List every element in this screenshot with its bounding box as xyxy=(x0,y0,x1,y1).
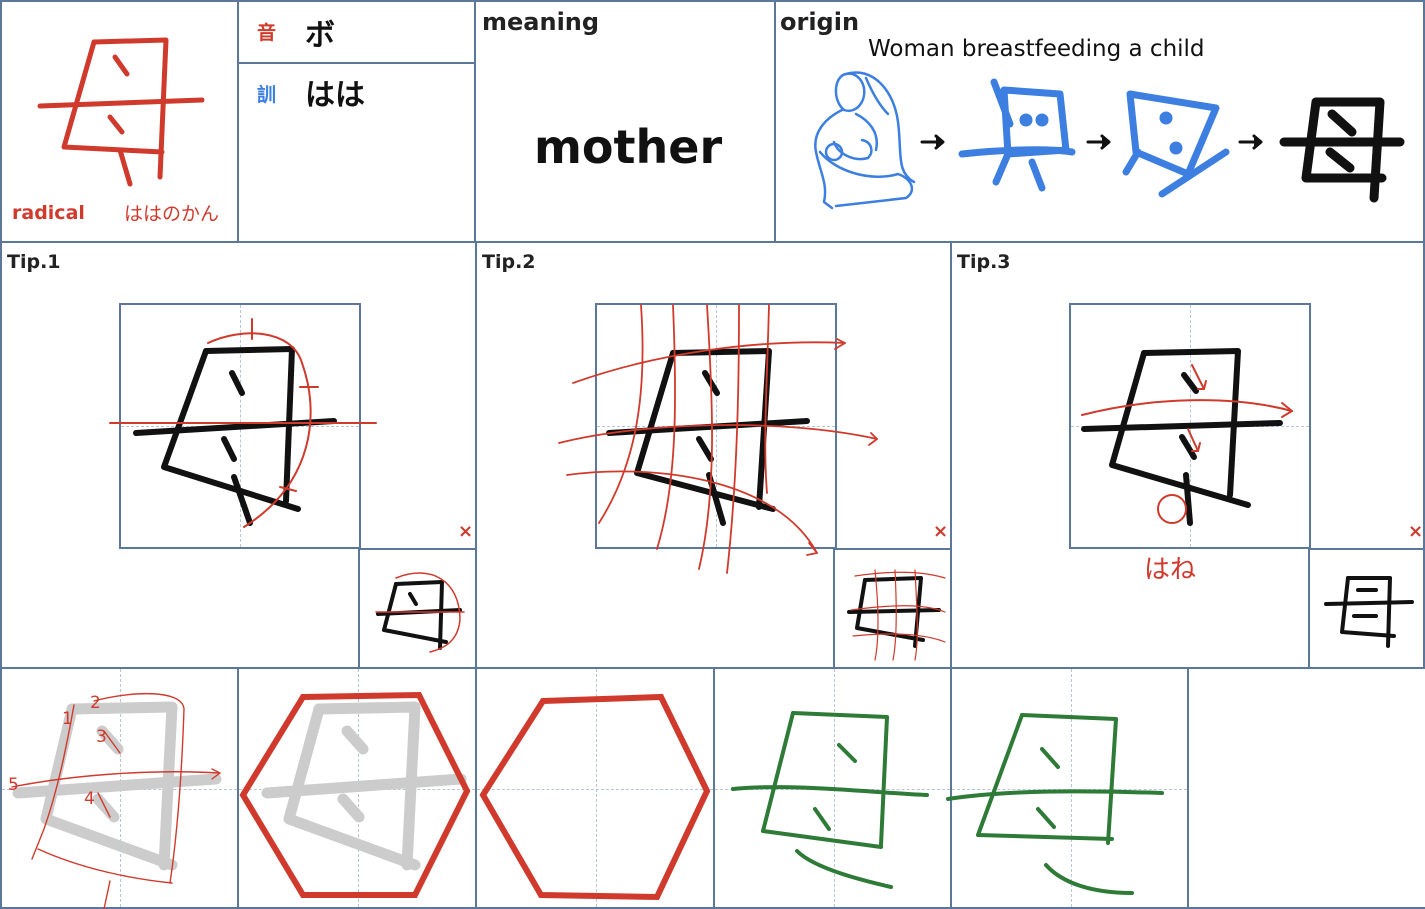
tip-3-hane-annotation: はね xyxy=(1144,555,1197,585)
stroke-number-1: 1 xyxy=(62,709,73,729)
tip-2-cell: Tip.2 × xyxy=(475,241,952,669)
meaning-cell: meaning mother xyxy=(474,0,776,243)
tip-3-stroke-diagram xyxy=(1081,348,1293,526)
radical-kanji-icon xyxy=(37,37,205,187)
tip-2-close-icon[interactable]: × xyxy=(933,521,949,542)
kun-reading-tag: 訓 xyxy=(257,84,277,106)
origin-caption: Woman breastfeeding a child xyxy=(868,36,1205,62)
radical-label: radical xyxy=(12,202,85,224)
woman-figure-icon xyxy=(814,71,916,210)
readings-cell: 音 ボ 訓 はは xyxy=(237,0,476,243)
tip-3-close-icon[interactable]: × xyxy=(1408,521,1424,542)
blank-hexagon-diagram xyxy=(479,693,711,901)
tip-3-mini-kanji-icon xyxy=(1324,576,1414,648)
tip-1-stroke-diagram xyxy=(109,318,377,528)
stroke-number-4: 4 xyxy=(84,789,95,809)
trace-diagram xyxy=(239,691,471,898)
radical-reading: ははのかん xyxy=(124,203,220,225)
origin-cell: origin Woman breastfeeding a child xyxy=(774,0,1425,243)
origin-evolution-drawing xyxy=(814,71,1405,210)
handwritten-kanji-1-icon xyxy=(731,711,929,889)
hexagon-icon xyxy=(239,691,471,898)
tip-1-label: Tip.1 xyxy=(7,251,61,273)
on-reading-row: 音 ボ xyxy=(239,2,474,64)
meaning-value: mother xyxy=(534,120,723,174)
stroke-order-diagram xyxy=(11,692,222,909)
on-reading-value: ボ xyxy=(305,18,335,53)
practice-blank-box[interactable] xyxy=(475,667,715,909)
stroke-number-5: 5 xyxy=(8,775,19,795)
tip-3-label: Tip.3 xyxy=(957,251,1011,273)
practice-handwritten-box-1[interactable] xyxy=(713,667,952,909)
practice-empty-box[interactable] xyxy=(1187,667,1425,909)
handwritten-kanji-2-icon xyxy=(946,713,1164,895)
stroke-number-3: 3 xyxy=(96,727,107,747)
origin-label: origin xyxy=(780,8,860,36)
practice-trace-box xyxy=(237,667,477,909)
kun-reading-value: はは xyxy=(305,78,365,113)
tip-2-label: Tip.2 xyxy=(482,251,536,273)
tip-3-mini-box xyxy=(1308,548,1425,669)
arrow-right-icon xyxy=(920,134,1263,150)
practice-handwritten-box-2[interactable] xyxy=(946,667,1189,909)
tip-1-mini-kanji-icon xyxy=(375,572,465,653)
tip-2-mini-kanji-icon xyxy=(847,569,946,661)
tip-1-mini-box xyxy=(358,548,477,669)
radical-cell: radical ははのかん xyxy=(0,0,239,243)
practice-stroke-order-box: 1 2 3 4 5 xyxy=(0,667,239,909)
modern-kanji-icon xyxy=(1279,97,1405,203)
stroke-number-2: 2 xyxy=(90,693,101,713)
tip-2-stroke-diagram xyxy=(558,304,878,574)
ancient-form-1-icon xyxy=(958,78,1076,192)
meaning-label: meaning xyxy=(482,8,600,36)
tip-1-close-icon[interactable]: × xyxy=(458,521,474,542)
tip-1-cell: Tip.1 × xyxy=(0,241,477,669)
on-reading-tag: 音 xyxy=(257,22,277,44)
tip-2-mini-box xyxy=(833,548,952,669)
ancient-form-2-icon xyxy=(1122,90,1230,198)
tip-3-cell: Tip.3 はね × xyxy=(950,241,1425,669)
hexagon-icon xyxy=(479,693,711,901)
